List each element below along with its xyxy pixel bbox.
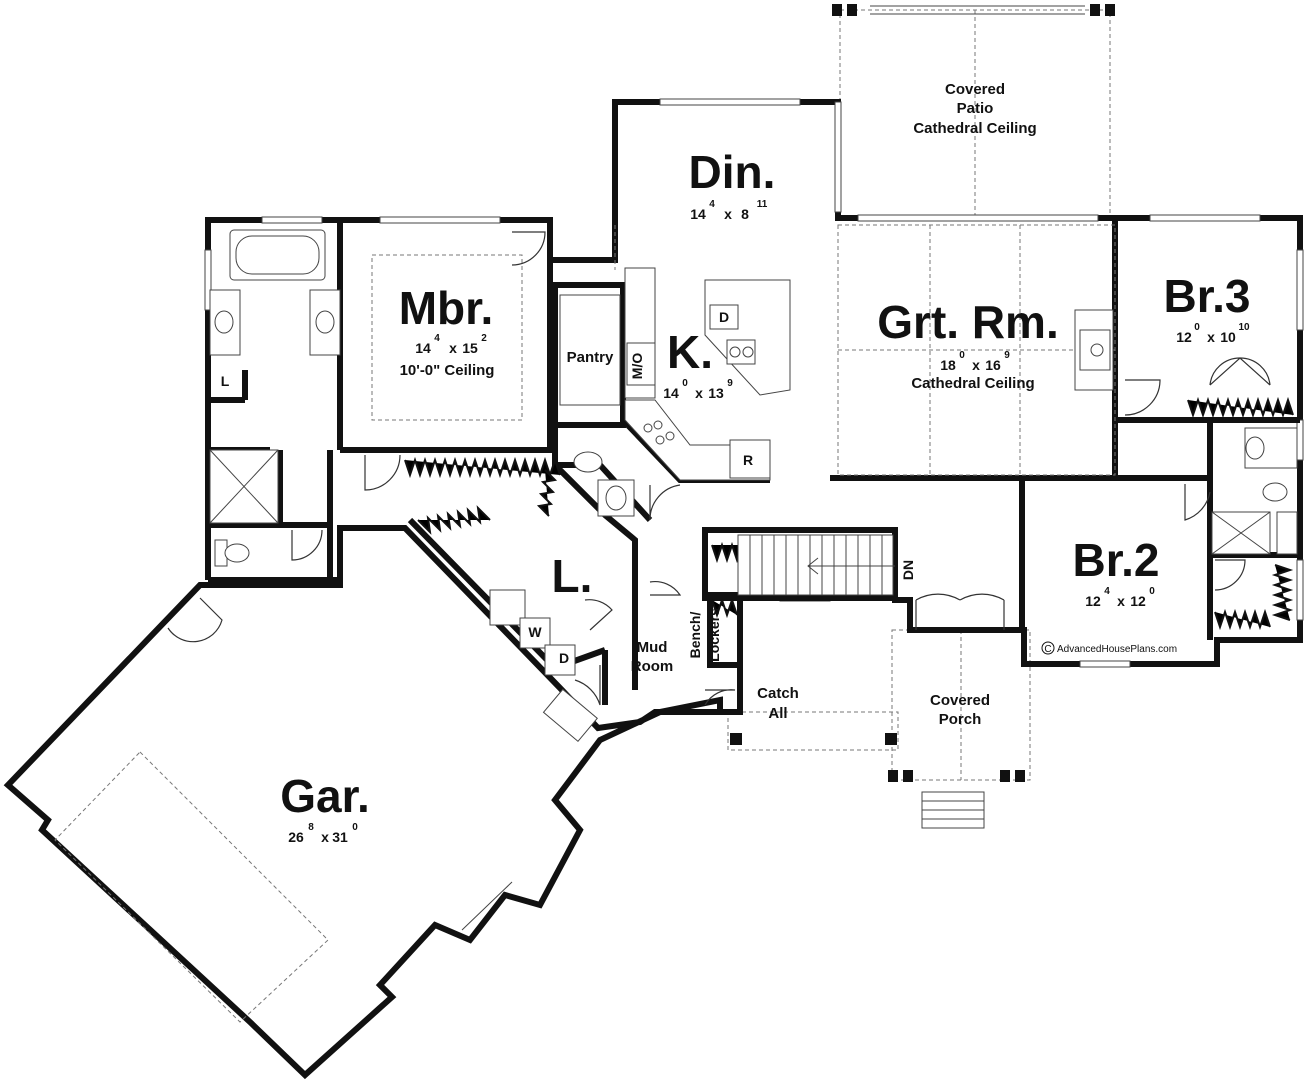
mud-label-2: Room [631,658,674,675]
catch-label-2: All [768,705,787,722]
covered-patio [832,4,1115,221]
bench-label-2: Lockers [706,608,722,662]
svg-text:4: 4 [709,199,715,210]
dryer-label: D [559,650,569,666]
catch-label-1: Catch [757,685,799,702]
svg-text:12: 12 [1085,593,1101,609]
grt-dims: 18 0 x 16 9 [940,350,1010,373]
din-name: Din. [689,146,776,198]
interior-walls [208,218,1300,705]
svg-text:x: x [724,206,732,222]
svg-text:x: x [321,829,329,845]
stair-dn-label: DN [900,560,916,580]
credit-text: AdvancedHousePlans.com [1057,644,1177,655]
svg-text:18: 18 [940,357,956,373]
garage [3,525,723,1080]
svg-text:0: 0 [682,378,688,389]
svg-text:9: 9 [1004,350,1010,361]
kit-dims: 14 0 x 13 9 [663,378,733,401]
svg-text:8: 8 [741,206,749,222]
svg-text:x: x [695,385,703,401]
svg-text:2: 2 [481,333,487,344]
closets [404,396,1294,631]
patio-label-2: Patio [957,100,994,117]
svg-text:14: 14 [415,340,431,356]
copyright-symbol: C [1044,644,1051,655]
svg-text:9: 9 [727,378,733,389]
svg-text:13: 13 [708,385,724,401]
catch-all-porch [727,711,899,751]
mbr-note: 10'-0" Ceiling [400,362,495,379]
svg-text:10: 10 [1220,329,1236,345]
br2-name: Br.2 [1073,534,1160,586]
svg-text:12: 12 [1176,329,1192,345]
mbr-dims: 14 4 x 15 2 [415,333,487,356]
bath-l-label: L [221,373,230,389]
svg-text:0: 0 [352,822,358,833]
dw-label: D [719,309,729,325]
gar-name: Gar. [280,770,370,822]
gar-dims: 26 8 x 31 0 [288,822,358,845]
svg-text:0: 0 [1149,586,1155,597]
svg-text:14: 14 [690,206,706,222]
din-dims: 14 4 x 8 11 [690,199,768,222]
svg-text:26: 26 [288,829,304,845]
svg-text:4: 4 [434,333,440,344]
svg-text:x: x [972,357,980,373]
svg-text:14: 14 [663,385,679,401]
grt-name: Grt. Rm. [877,296,1058,348]
doors [291,231,1271,706]
svg-text:31: 31 [332,829,348,845]
br2-dims: 12 4 x 12 0 [1085,586,1155,609]
svg-text:0: 0 [959,350,965,361]
br3-name: Br.3 [1164,270,1251,322]
svg-text:0: 0 [1194,322,1200,333]
laundry-name: L. [552,550,593,602]
svg-text:x: x [449,340,457,356]
svg-text:15: 15 [462,340,478,356]
washer-label: W [528,624,542,640]
grt-note: Cathedral Ceiling [911,375,1034,392]
patio-label-1: Covered [945,81,1005,98]
pantry-label: Pantry [567,349,614,366]
credit-mark: C AdvancedHousePlans.com [1041,641,1177,655]
svg-text:x: x [1117,593,1125,609]
mbr-name: Mbr. [399,282,494,334]
svg-text:10: 10 [1238,322,1250,333]
patio-label-3: Cathedral Ceiling [913,120,1036,137]
covered-porch [888,629,1031,829]
svg-text:11: 11 [757,199,768,210]
svg-text:16: 16 [985,357,1001,373]
svg-text:4: 4 [1104,586,1110,597]
svg-text:x: x [1207,329,1215,345]
ref-label: R [743,452,753,468]
porch-label-2: Porch [939,711,982,728]
stairs [737,534,895,596]
fixtures [209,229,1298,742]
svg-text:8: 8 [308,822,314,833]
room-labels: Covered Patio Cathedral Ceiling Din. 14 … [221,81,1251,845]
mo-label: M/O [629,353,645,380]
svg-text:12: 12 [1130,593,1146,609]
ceiling-lines [371,224,1116,476]
br3-dims: 12 0 x 10 10 [1176,322,1250,345]
porch-steps [921,791,985,829]
bathtub [229,229,326,281]
porch-label-1: Covered [930,692,990,709]
mud-label-1: Mud [637,639,668,656]
bench-label-1: Bench/ [687,612,703,659]
kit-name: K. [667,326,713,378]
